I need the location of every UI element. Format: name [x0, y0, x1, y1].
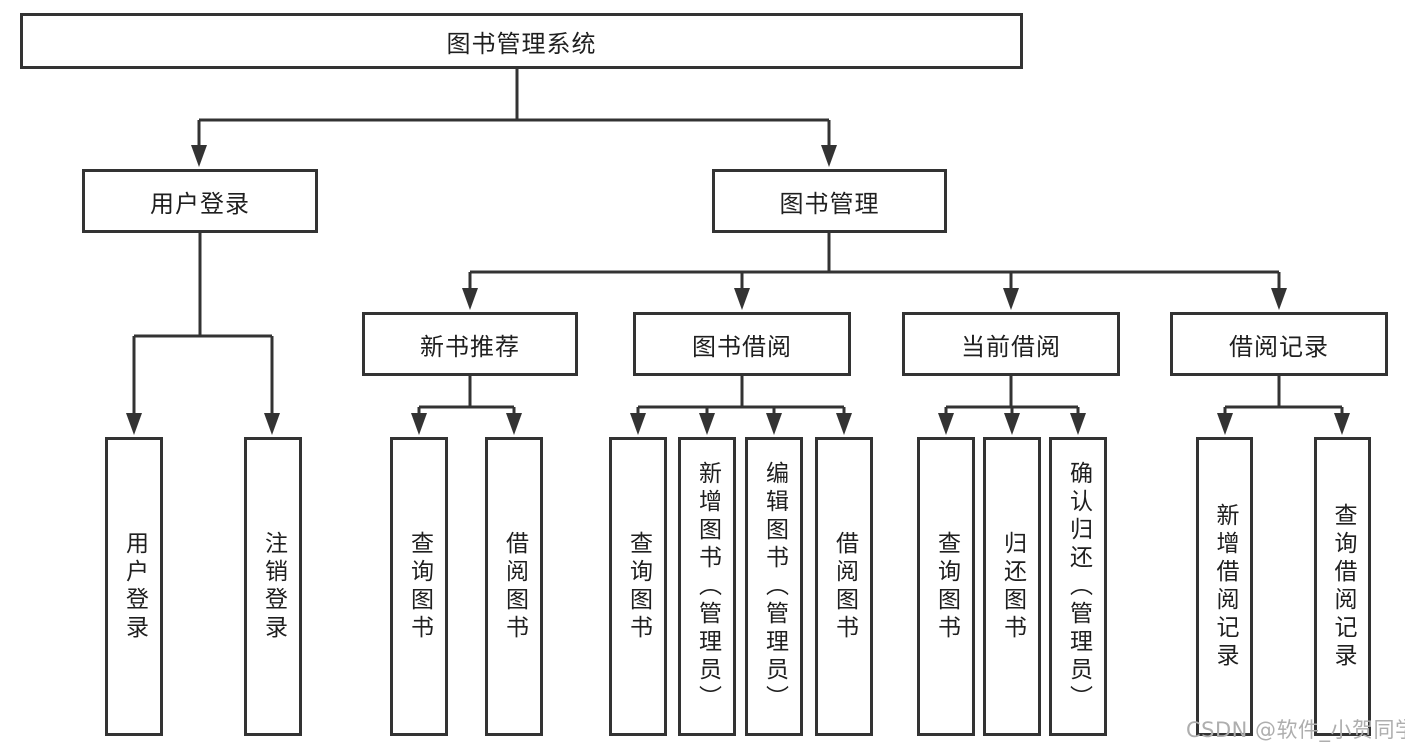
- arrowhead: [126, 413, 142, 435]
- node-user-login: 用户登录: [82, 169, 318, 233]
- connector-borrow-records: [1223, 376, 1344, 420]
- leaf-user-login: 用户登录: [105, 437, 163, 736]
- arrowhead: [264, 413, 280, 435]
- arrowhead: [191, 145, 207, 167]
- arrowhead: [1070, 413, 1086, 435]
- leaf-label: 新增借阅记录: [1212, 502, 1238, 671]
- leaf-label: 归还图书: [999, 530, 1026, 643]
- arrowhead: [1217, 413, 1233, 435]
- leaf-query-borrow-record: 查询借阅记录: [1314, 437, 1371, 736]
- leaf-label: 查询图书: [933, 530, 960, 643]
- node-borrow-records: 借阅记录: [1170, 312, 1388, 376]
- leaf-label: 编辑图书（管理员）: [761, 460, 788, 713]
- node-book-management: 图书管理: [712, 169, 947, 233]
- leaf-label: 注销登录: [260, 530, 287, 643]
- leaf-query-books-3: 查询图书: [917, 437, 975, 736]
- leaf-borrow-books-1: 借阅图书: [485, 437, 543, 736]
- leaf-label: 借阅图书: [501, 530, 528, 643]
- leaf-label: 确认归还（管理员）: [1065, 460, 1092, 713]
- arrowhead: [699, 413, 715, 435]
- arrowheads: [126, 145, 1350, 435]
- arrowhead: [938, 413, 954, 435]
- leaf-confirm-return-admin: 确认归还（管理员）: [1049, 437, 1107, 736]
- arrowhead: [766, 413, 782, 435]
- leaf-label: 查询借阅记录: [1330, 502, 1356, 671]
- leaf-logout: 注销登录: [244, 437, 302, 736]
- connector-book-borrow: [636, 376, 846, 420]
- leaf-add-borrow-record: 新增借阅记录: [1196, 437, 1253, 736]
- leaf-add-books-admin: 新增图书（管理员）: [678, 437, 736, 736]
- leaf-label: 新增图书（管理员）: [694, 460, 721, 713]
- connector-book-management: [468, 233, 1281, 292]
- node-library-management-system: 图书管理系统: [20, 13, 1023, 69]
- watermark: CSDN @软件_小贺同学: [1186, 718, 1405, 742]
- leaf-query-books-2: 查询图书: [609, 437, 667, 736]
- arrowhead: [1004, 413, 1020, 435]
- leaf-label: 用户登录: [121, 530, 148, 643]
- arrowhead: [1003, 288, 1019, 310]
- node-new-book-recommend: 新书推荐: [362, 312, 578, 376]
- leaf-return-books: 归还图书: [983, 437, 1041, 736]
- arrowhead: [630, 413, 646, 435]
- arrowhead: [1271, 288, 1287, 310]
- arrowhead: [836, 413, 852, 435]
- leaf-label: 查询图书: [406, 530, 433, 643]
- node-current-borrow: 当前借阅: [902, 312, 1120, 376]
- arrowhead: [506, 413, 522, 435]
- leaf-label: 借阅图书: [831, 530, 858, 643]
- leaf-edit-books-admin: 编辑图书（管理员）: [745, 437, 803, 736]
- leaf-query-books-1: 查询图书: [390, 437, 448, 736]
- arrowhead: [821, 145, 837, 167]
- node-book-borrow: 图书借阅: [633, 312, 851, 376]
- connector-root: [197, 69, 831, 150]
- arrowhead: [734, 288, 750, 310]
- arrowhead: [411, 413, 427, 435]
- leaf-borrow-books-2: 借阅图书: [815, 437, 873, 736]
- arrowhead: [462, 288, 478, 310]
- leaf-label: 查询图书: [625, 530, 652, 643]
- connector-user-login: [132, 233, 274, 420]
- arrowhead: [1334, 413, 1350, 435]
- connector-new-book-recommend: [417, 376, 516, 420]
